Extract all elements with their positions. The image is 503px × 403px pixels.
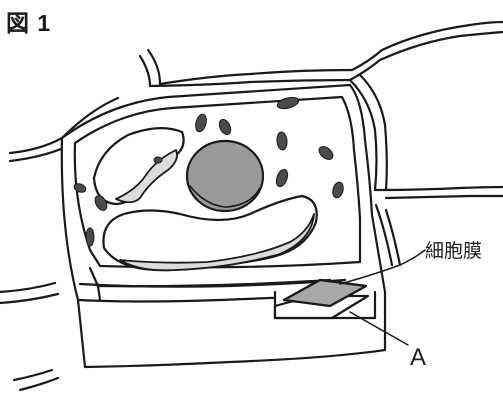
chloroplast — [86, 228, 94, 246]
nucleus — [187, 141, 263, 211]
label-a: A — [410, 344, 426, 372]
chloroplast — [154, 157, 162, 163]
figure-title: 図 1 — [6, 4, 51, 38]
cell-membrane-label: 細胞膜 — [425, 236, 482, 263]
